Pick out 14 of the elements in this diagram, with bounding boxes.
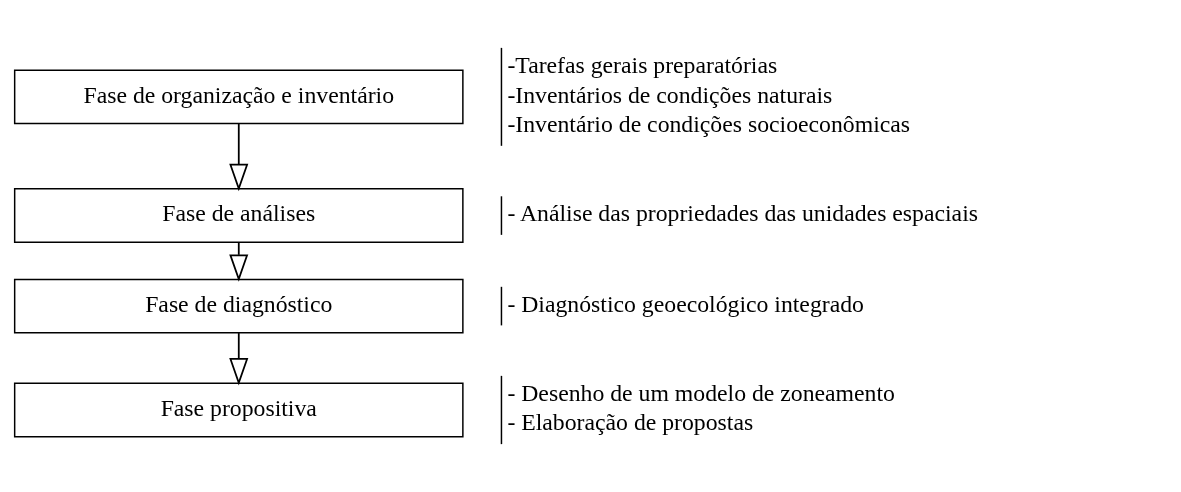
arrow <box>229 241 249 282</box>
node-label: - Análise das propriedades das unidades espaciais <box>507 200 978 227</box>
node-label: -Inventários de condições naturais <box>507 81 833 108</box>
node-label: - Diagnóstico geoecológico integrado <box>507 290 864 317</box>
node-box: Fase propositiva <box>13 382 464 438</box>
node-box: Fase de análises <box>13 188 464 244</box>
node-box: Fase de diagnóstico <box>13 278 464 334</box>
arrow <box>229 332 249 386</box>
node-label: -Tarefas gerais preparatórias <box>507 51 778 78</box>
node-label: -Inventário de condições socioeconômicas <box>507 111 911 138</box>
node-label: - Elaboração de propostas <box>507 409 754 436</box>
node-label: - Desenho de um modelo de zoneamento <box>507 379 895 406</box>
node-box: Fase de organização e inventário <box>13 69 464 125</box>
arrow <box>229 123 249 192</box>
